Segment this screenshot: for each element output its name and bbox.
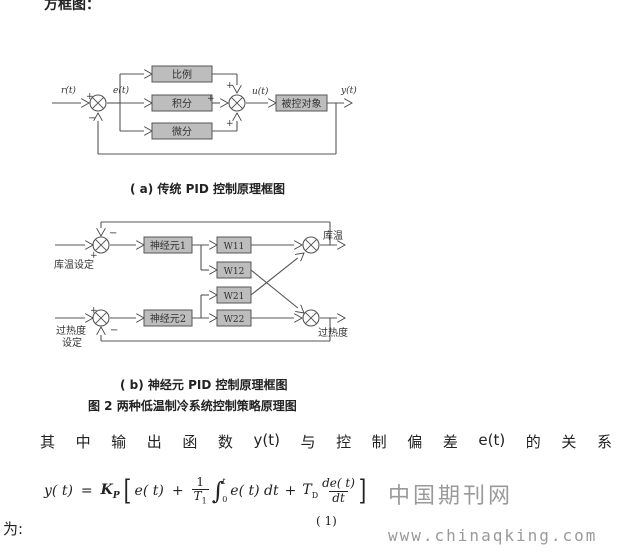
- plus-sign-a1: +: [86, 92, 94, 102]
- body-word: 关: [561, 433, 577, 451]
- w12-label: W12: [224, 267, 245, 277]
- figure-caption: 图 2 两种低温制冷系统控制策略原理图: [88, 399, 297, 413]
- sum-junction-a1: [89, 94, 107, 112]
- body-word: 数: [217, 433, 233, 451]
- plus-sign-a3: +: [207, 94, 215, 104]
- w11-block: [216, 236, 252, 254]
- wei-text: 为:: [3, 520, 24, 538]
- w11-label: W11: [224, 242, 245, 252]
- diagram-b-neuron-pid: 神经元1 神经元2 W11 W12 W21 W22 库温 过热度 库温设定 过热…: [54, 221, 348, 349]
- neuron2-label: 神经元2: [150, 312, 186, 325]
- plant-block: [275, 94, 328, 112]
- w22-block: [216, 309, 252, 327]
- minus-sign-b2: −: [110, 325, 118, 336]
- watermark-url: www.chinaqking.com: [388, 526, 598, 545]
- body-word: 其: [40, 433, 56, 451]
- neuron2-block: [143, 309, 193, 327]
- eq-fraction-1-over-t1: 1 T1: [191, 474, 209, 506]
- neuron1-block: [143, 236, 193, 254]
- plus-sign-a2: +: [226, 81, 234, 91]
- r-label: r(t): [61, 85, 76, 96]
- eq-derivative: de( t) dt: [322, 476, 355, 505]
- equation: y( t) = KP [ e( t) + 1 T1 ∫ t 0 e( t) dt…: [44, 468, 368, 514]
- eq-plus2: +: [284, 483, 297, 499]
- neuron1-label: 神经元1: [150, 239, 186, 252]
- body-word: 的: [525, 433, 541, 451]
- equation-number: ( 1): [316, 514, 337, 528]
- eq-right-bracket: ]: [358, 474, 367, 507]
- eq-integral: ∫ t 0: [211, 477, 228, 505]
- body-word: 与: [300, 433, 316, 451]
- caption-b: ( b) 神经元 PID 控制原理框图: [120, 378, 288, 392]
- derivative-label: 微分: [172, 125, 192, 138]
- minus-sign-b1: −: [109, 228, 117, 239]
- body-word: 中: [75, 433, 91, 451]
- watermark-chinese: 中国期刊网: [388, 484, 514, 509]
- minus-sign-a1: −: [88, 113, 96, 124]
- body-word: 系: [596, 433, 612, 451]
- body-word: 偏: [407, 433, 423, 451]
- eq-left-bracket: [: [123, 474, 131, 507]
- eq-term1: e( t): [134, 483, 164, 499]
- input2-label-line2: 设定: [62, 336, 82, 349]
- body-word: 出: [146, 433, 162, 451]
- body-word: 输: [111, 433, 127, 451]
- plus-sign-a4: +: [226, 119, 234, 129]
- w21-label: W21: [224, 292, 245, 302]
- integral-block: [151, 94, 213, 112]
- proportional-label: 比例: [172, 68, 192, 81]
- proportional-block: [151, 65, 213, 83]
- output2-label: 过热度: [318, 326, 348, 339]
- top-text-fragment: 方框图：: [44, 0, 100, 13]
- body-word: y(t): [253, 431, 280, 449]
- body-word: 制: [371, 433, 387, 451]
- body-word: 差: [442, 433, 458, 451]
- input1-label: 库温设定: [54, 258, 94, 271]
- caption-a: ( a) 传统 PID 控制原理框图: [130, 182, 285, 196]
- diagram-a-pid: 比例 积分 微分 被控对象 r(t) e(t) u(t) y(t) + − + …: [52, 65, 357, 155]
- eq-equals: =: [80, 483, 93, 499]
- plus-sign-b1: +: [90, 251, 98, 261]
- w12-block: [216, 261, 252, 279]
- body-text-line: 其 中 输 出 函 数 y(t) 与 控 制 偏 差 e(t) 的 关 系: [40, 431, 612, 452]
- sum-junction-b2: [302, 236, 320, 254]
- w21-block: [216, 286, 252, 304]
- eq-lhs: y( t): [44, 483, 73, 499]
- plus-sign-b2: +: [90, 306, 98, 316]
- plant-label: 被控对象: [282, 97, 322, 110]
- w22-label: W22: [224, 315, 245, 325]
- y-label: y(t): [340, 85, 357, 96]
- sum-junction-a2: [228, 94, 246, 112]
- body-word: e(t): [478, 431, 506, 449]
- output1-label: 库温: [323, 229, 343, 242]
- e-label: e(t): [113, 85, 129, 96]
- input2-label-line1: 过热度: [56, 324, 86, 337]
- integral-label: 积分: [172, 98, 192, 110]
- u-label: u(t): [252, 86, 269, 97]
- sum-junction-b4: [302, 309, 320, 327]
- sum-junction-b1: [92, 236, 110, 254]
- sum-junction-b3: [92, 309, 110, 327]
- body-word: 控: [336, 433, 352, 451]
- eq-kp: KP: [100, 481, 120, 501]
- derivative-block: [151, 122, 213, 140]
- body-word: 函: [182, 433, 198, 451]
- eq-plus1: +: [171, 483, 184, 499]
- eq-td: TD: [302, 482, 319, 500]
- eq-integrand: e( t) dt: [230, 483, 279, 499]
